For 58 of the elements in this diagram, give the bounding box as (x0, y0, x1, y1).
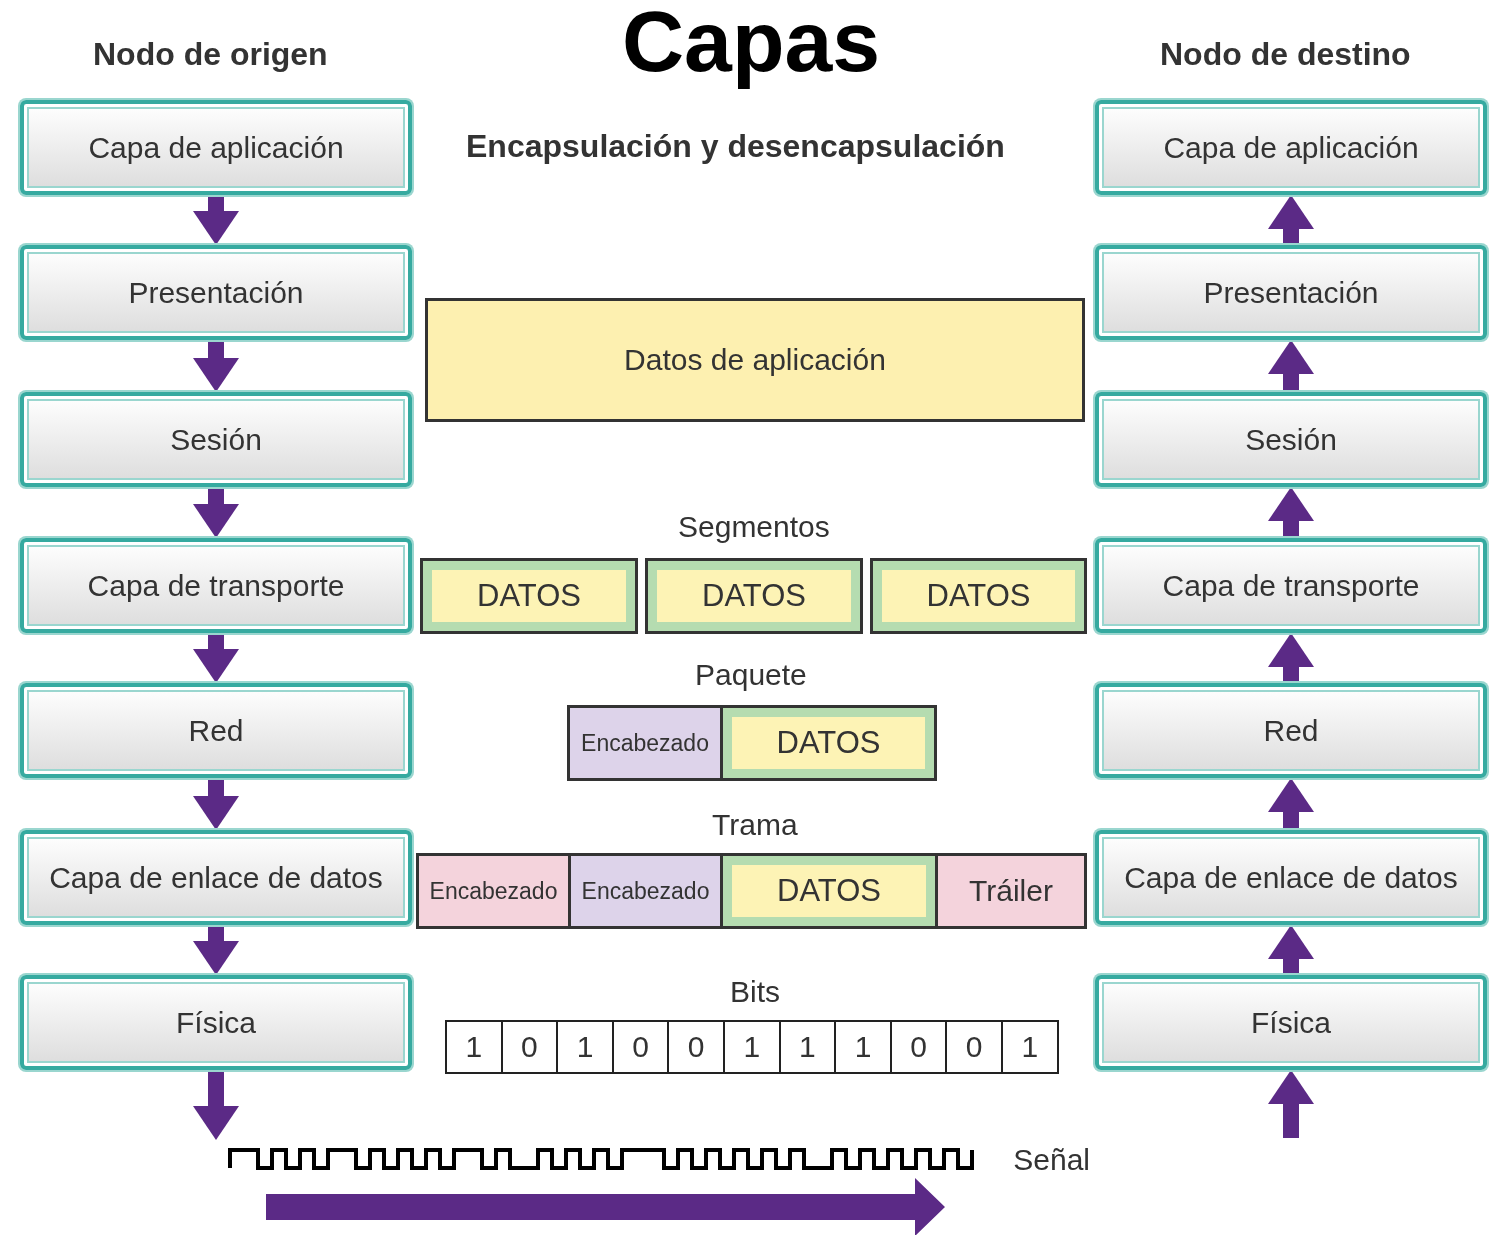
data-block: DATOS (720, 705, 937, 781)
arrow (1268, 1070, 1314, 1138)
arrow (1268, 487, 1314, 538)
layer-box: Física (20, 975, 412, 1070)
layer-box: Sesión (1095, 392, 1487, 487)
layer-box: Red (1095, 683, 1487, 778)
trailer-block: Tráiler (935, 853, 1087, 929)
data-box: Datos de aplicación (425, 298, 1085, 422)
bit-cell: 0 (611, 1020, 670, 1074)
arrow (1268, 340, 1314, 392)
section-label: Bits (730, 975, 780, 1009)
layer-box: Presentación (20, 245, 412, 340)
data-block: DATOS (720, 853, 938, 929)
section-label: Segmentos (678, 510, 830, 544)
bit-cell: 1 (1001, 1020, 1059, 1074)
header-block: Encabezado (567, 705, 723, 781)
data-block: DATOS (420, 558, 638, 634)
bit-cell: 0 (667, 1020, 725, 1074)
arrow (193, 340, 239, 392)
arrow (193, 633, 239, 683)
data-block: DATOS (645, 558, 863, 634)
subtitle: Encapsulación y desencapsulación (466, 128, 1005, 165)
layer-box: Capa de aplicación (20, 100, 412, 195)
header-block: Encabezado (568, 853, 723, 929)
bit-cell: 1 (723, 1020, 781, 1074)
arrow (1268, 633, 1314, 683)
layer-box: Capa de transporte (20, 538, 412, 633)
header-block: Encabezado (416, 853, 571, 929)
bit-cell: 1 (445, 1020, 503, 1074)
arrow (193, 778, 239, 830)
bit-cell: 0 (500, 1020, 559, 1074)
layer-box: Capa de enlace de datos (20, 830, 412, 925)
layer-box: Sesión (20, 392, 412, 487)
layer-box: Capa de enlace de datos (1095, 830, 1487, 925)
arrow (193, 925, 239, 975)
layer-box: Capa de aplicación (1095, 100, 1487, 195)
data-block: DATOS (870, 558, 1087, 634)
arrow (193, 195, 239, 245)
layer-box: Física (1095, 975, 1487, 1070)
arrow (193, 487, 239, 538)
column-heading: Nodo de origen (93, 36, 328, 73)
bit-cell: 1 (556, 1020, 614, 1074)
title: Capas (622, 0, 881, 91)
bit-cell: 1 (778, 1020, 837, 1074)
arrow (1268, 778, 1314, 830)
layer-box: Presentación (1095, 245, 1487, 340)
bit-cell: 0 (889, 1020, 948, 1074)
section-label: Paquete (695, 658, 807, 692)
column-heading: Nodo de destino (1160, 36, 1411, 73)
arrow (193, 1070, 239, 1140)
bit-cell: 1 (834, 1020, 892, 1074)
section-label: Trama (712, 808, 798, 842)
bit-cell: 0 (945, 1020, 1003, 1074)
signal-waveform: Señal (200, 1140, 1090, 1180)
arrow (1268, 925, 1314, 975)
arrow (1268, 195, 1314, 245)
layer-box: Capa de transporte (1095, 538, 1487, 633)
layer-box: Red (20, 683, 412, 778)
